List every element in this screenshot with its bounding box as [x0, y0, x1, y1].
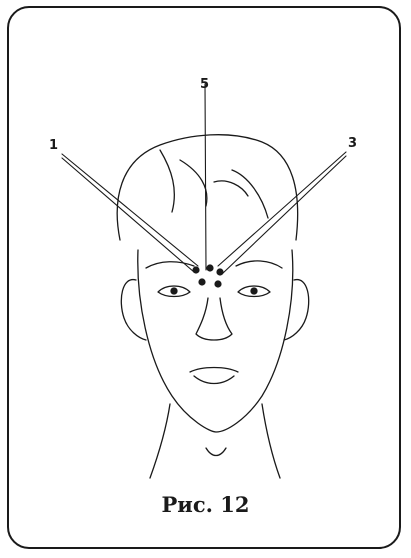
- needle-1a: [62, 154, 198, 266]
- nose: [196, 298, 232, 340]
- acupuncture-points: [192, 264, 223, 287]
- needle-3b: [222, 156, 346, 274]
- needle-5: [205, 84, 206, 270]
- face-contour: [138, 250, 293, 432]
- hair-fringe: [160, 150, 268, 218]
- needle-1b: [62, 158, 194, 272]
- point-label-3: 3: [348, 137, 357, 150]
- point-label-1: 1: [49, 139, 58, 152]
- mouth: [190, 368, 238, 384]
- right-pupil: [251, 288, 257, 294]
- point-label-5: 5: [200, 78, 209, 91]
- right-ear: [284, 280, 309, 340]
- neck: [150, 404, 280, 478]
- hair-outline: [117, 135, 297, 240]
- left-pupil: [171, 288, 177, 294]
- left-eyebrow: [146, 262, 194, 268]
- figure-caption: Рис. 12: [0, 492, 411, 517]
- needle-3a: [218, 152, 346, 266]
- right-eyebrow: [236, 261, 282, 268]
